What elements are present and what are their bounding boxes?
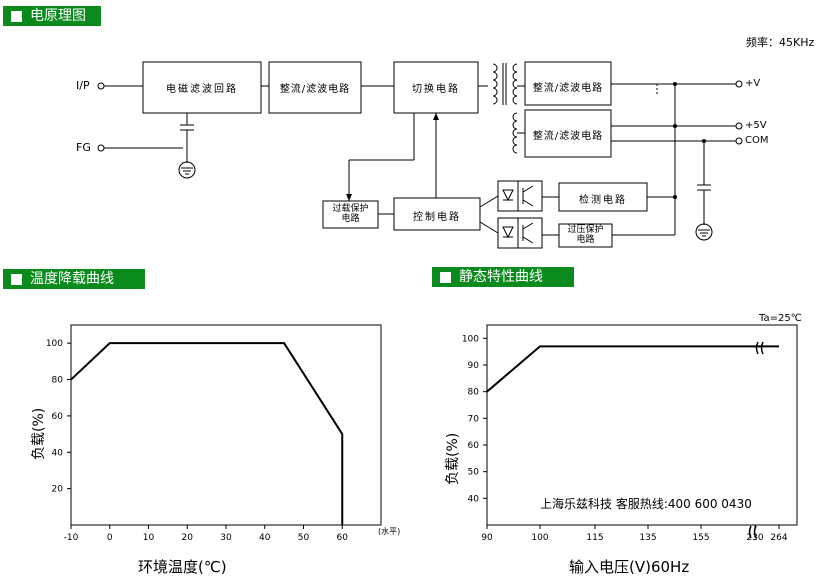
y-tick-label: 100: [46, 339, 63, 349]
overload-protect-block: 过载保护 电路: [323, 204, 378, 224]
plot-frame: [486, 324, 798, 526]
square-icon: [11, 273, 22, 285]
rectifier-block-3: 整流/滤波电路: [532, 131, 604, 142]
x-tick-label: 100: [531, 533, 548, 543]
overvoltage-protect-block: 过压保护 电路: [559, 225, 612, 245]
overvoltage-protect-line1: 过压保护: [567, 225, 604, 235]
square-icon: [11, 10, 22, 22]
y-tick-label: 80: [52, 376, 64, 386]
section-title: 静态特性曲线: [459, 269, 543, 285]
x-tick-label: 50: [298, 533, 310, 543]
section-title: 电原理图: [30, 8, 86, 24]
y-tick-label: 60: [468, 441, 480, 451]
static-ylabel: 负载(%): [445, 432, 461, 485]
x-tick-label: 230: [746, 533, 763, 543]
static-annotation: Ta=25℃: [759, 313, 802, 324]
section-header-schematic: 电原理图: [3, 6, 101, 26]
x-tick-label: 264: [770, 533, 787, 543]
y-tick-label: 40: [52, 448, 64, 458]
rectifier-block-2: 整流/滤波电路: [532, 83, 604, 94]
x-tick-label: 30: [220, 533, 232, 543]
output-v-label: +V: [745, 78, 761, 89]
x-tick-label: 10: [143, 533, 155, 543]
rectifier-block-1: 整流/滤波电路: [279, 84, 351, 95]
section-header-derating: 温度降载曲线: [3, 269, 145, 289]
x-tick-label: 60: [337, 533, 349, 543]
output-5v-label: +5V: [745, 120, 767, 131]
output-com-label: COM: [745, 135, 769, 146]
switch-block: 切换电路: [412, 84, 460, 95]
overload-protect-line1: 过载保护: [332, 204, 369, 214]
y-tick-label: 50: [468, 468, 480, 478]
overvoltage-protect-line2: 电路: [576, 235, 595, 245]
y-tick-label: 80: [468, 388, 480, 398]
y-tick-label: 20: [52, 485, 64, 495]
y-tick-label: 60: [52, 412, 64, 422]
static-xlabel: 输入电压(V)60Hz: [569, 558, 690, 576]
x-tick-label: 0: [107, 533, 113, 543]
square-icon: [440, 271, 451, 283]
detect-block: 检测电路: [579, 195, 627, 206]
x-tick-label: -10: [64, 533, 79, 543]
section-header-static: 静态特性曲线: [432, 267, 574, 287]
derating-x-unit: (水平): [378, 527, 401, 536]
watermark-text: 上海乐兹科技 客服热线:400 600 0430: [540, 497, 752, 511]
y-tick-label: 100: [462, 334, 479, 344]
emi-filter-block: 电磁滤波回路: [166, 84, 238, 95]
x-tick-label: 135: [639, 533, 656, 543]
x-tick-label: 90: [481, 533, 493, 543]
x-tick-label: 40: [259, 533, 271, 543]
control-block: 控制电路: [413, 212, 461, 223]
static-line: [486, 345, 779, 393]
x-tick-label: 115: [586, 533, 603, 543]
input-ip-label: I/P: [76, 79, 90, 92]
overload-protect-line2: 电路: [341, 214, 360, 224]
x-tick-label: 20: [182, 533, 194, 543]
derating-xlabel: 环境温度(℃): [138, 558, 227, 576]
derating-line: [70, 342, 344, 525]
y-tick-label: 70: [468, 414, 480, 424]
y-tick-label: 90: [468, 361, 480, 371]
y-tick-label: 40: [468, 494, 480, 504]
input-fg-label: FG: [76, 141, 91, 154]
section-title: 温度降载曲线: [30, 271, 114, 287]
x-tick-label: 155: [692, 533, 709, 543]
break-mark-icon: [748, 341, 764, 539]
frequency-label: 频率：45KHz: [746, 36, 815, 49]
